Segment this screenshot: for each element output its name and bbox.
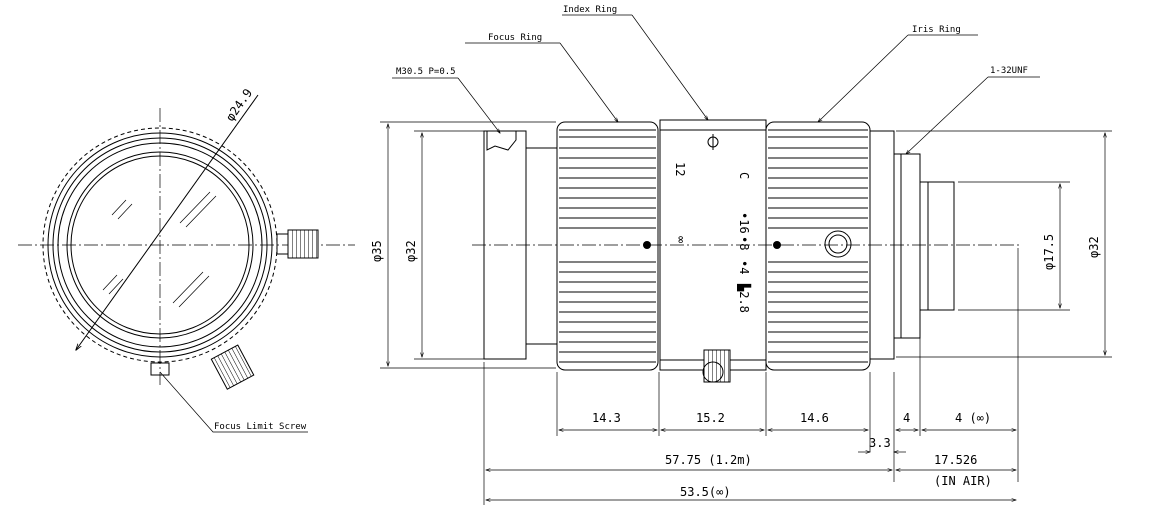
dim-4a: 4 [903, 411, 910, 425]
dim-phi32-left: φ32 [404, 240, 418, 262]
callouts: Index Ring Focus Ring Iris Ring M30.5 P=… [392, 5, 1040, 154]
lens-markings: 12 ∞ C •16 •8 •4 ▙2.8 [673, 162, 752, 313]
iris-8-mark: •8 [737, 236, 751, 250]
dim-57-75: 57.75 (1.2m) [665, 453, 752, 467]
dim-phi35: φ35 [370, 240, 384, 262]
focus-ring-label: Focus Ring [488, 33, 542, 43]
iris-4-mark: •4 [737, 260, 751, 274]
index-ring-label: Index Ring [563, 5, 617, 15]
focus-near-mark: 12 [673, 162, 687, 176]
rear-thread-label: 1-32UNF [990, 66, 1028, 76]
side-view [472, 119, 1022, 383]
dim-14-6: 14.6 [800, 411, 829, 425]
mount-thread-label: M30.5 P=0.5 [396, 67, 456, 77]
focus-infinity-mark: ∞ [674, 236, 688, 243]
dimensions: φ35 φ32 φ17.5 φ32 14.3 15.2 14.6 4 [370, 121, 1112, 505]
dim-17-526: 17.526 [934, 453, 977, 467]
iris-ring-label: Iris Ring [912, 25, 961, 35]
dim-3-3: 3.3 [869, 436, 891, 450]
dim-14-3: 14.3 [592, 411, 621, 425]
front-view: φ24.9 Focus Limit Screw [18, 86, 355, 433]
iris-16-mark: •16 [737, 212, 751, 234]
dim-phi32-right: φ32 [1087, 236, 1101, 258]
dim-53-5: 53.5(∞) [680, 485, 731, 499]
dim-phi17-5: φ17.5 [1042, 234, 1056, 270]
dim-15-2: 15.2 [696, 411, 725, 425]
focus-limit-screw-label: Focus Limit Screw [214, 422, 307, 432]
dim-4b: 4 (∞) [955, 411, 991, 425]
iris-c-mark: C [737, 172, 751, 179]
iris-2-8-mark: ▙2.8 [737, 283, 752, 313]
dim-in-air: (IN AIR) [934, 474, 992, 488]
